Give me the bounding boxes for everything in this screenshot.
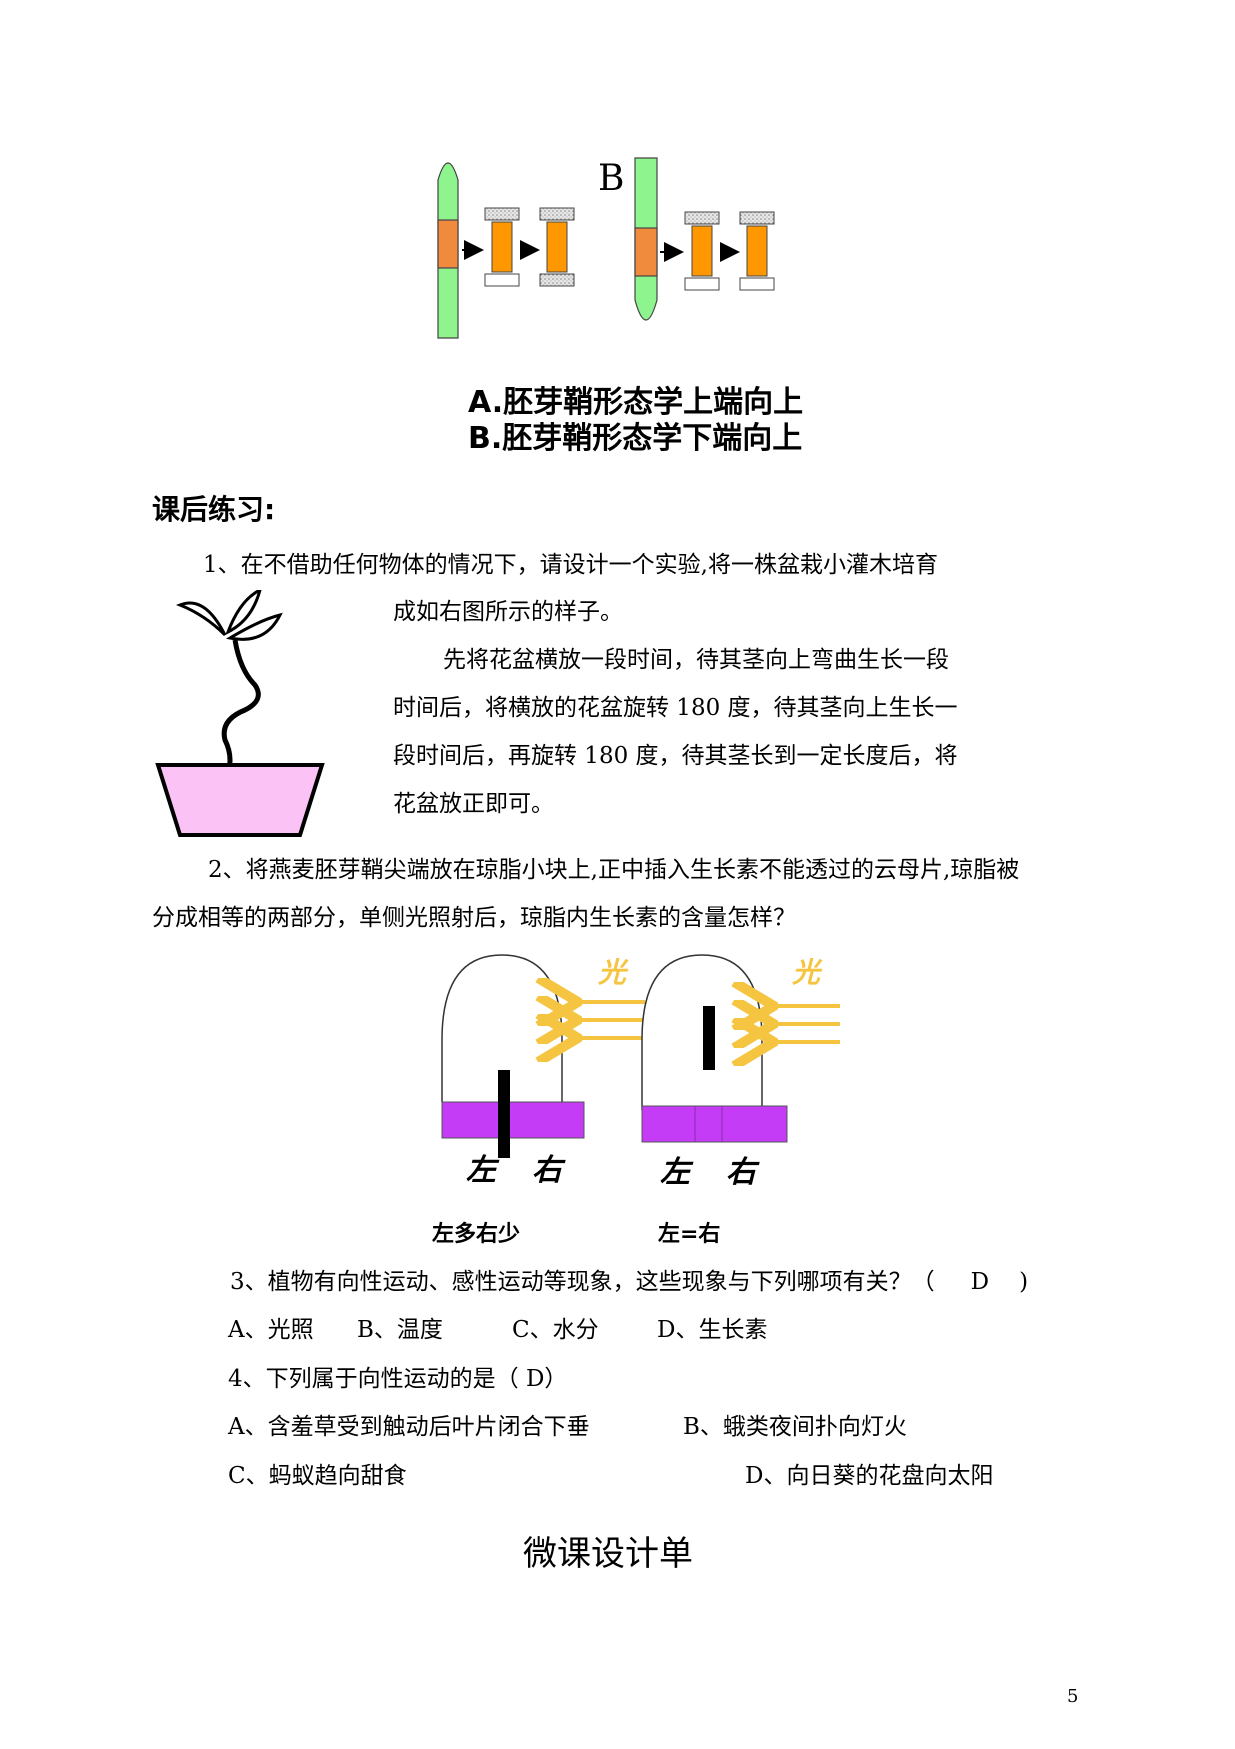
result-right: 左=右: [658, 1222, 721, 1247]
q3-option-c: C、水分: [512, 1317, 599, 1343]
q4-option-a: A、含羞草受到触动后叶片闭合下垂: [228, 1414, 590, 1440]
q3-answer: D: [970, 1269, 990, 1295]
label-left-1: 左: [466, 1153, 500, 1188]
q4-option-d: D、向日葵的花盘向太阳: [745, 1463, 994, 1489]
potted-shrub-figure: [155, 590, 325, 837]
label-right-2: 右: [726, 1155, 760, 1190]
agar-block-a2: [539, 207, 575, 287]
page-number: 5: [1067, 1686, 1079, 1707]
q1-answer3: 段时间后，再旋转 180 度，待其茎长到一定长度后，将: [393, 743, 958, 769]
light-label-left: 光: [597, 956, 629, 989]
design-title: 微课设计单: [523, 1534, 693, 1574]
q3-question-text: 3、植物有向性运动、感性运动等现象，这些现象与下列哪项有关？（: [230, 1269, 935, 1295]
result-left: 左多右少: [432, 1222, 521, 1247]
plant-leaves: [175, 590, 283, 641]
plant-stem: [221, 639, 261, 782]
q1-line1: 1、在不借助任何物体的情况下，请设计一个实验,将一株盆栽小灌木培育: [203, 552, 938, 578]
coleoptile-a: [437, 162, 459, 339]
label-right-1: 右: [532, 1153, 566, 1188]
agar-block-b1: [684, 211, 720, 291]
q1-answer2: 时间后，将横放的花盆旋转 180 度，待其茎向上生长一: [393, 695, 958, 721]
q3-close: ): [1019, 1269, 1029, 1295]
section-title: 课后练习:: [152, 493, 276, 526]
caption-b: B.胚芽鞘形态学下端向上: [468, 421, 803, 456]
q3-question: 3、植物有向性运动、感性运动等现象，这些现象与下列哪项有关？（ D): [230, 1267, 1028, 1297]
q4-option-c: C、蚂蚁趋向甜食: [228, 1463, 407, 1489]
flower-pot: [155, 763, 325, 837]
coleoptile-figure: A B: [437, 157, 775, 339]
setup-right: [641, 954, 788, 1143]
agar-block-b2: [739, 211, 775, 291]
coleoptile-b: [634, 157, 658, 321]
agar-block-a1: [484, 207, 520, 287]
caption-a: A.胚芽鞘形态学上端向上: [468, 385, 804, 420]
light-arrows-left: [578, 1002, 645, 1038]
q3-option-b: B、温度: [357, 1317, 443, 1343]
q4-question: 4、下列属于向性运动的是（ D）: [228, 1366, 568, 1392]
q1-answer4: 花盆放正即可。: [393, 791, 554, 817]
light-arrows-right: [774, 1006, 840, 1042]
q2-line1: 2、将燕麦胚芽鞘尖端放在琼脂小块上,正中插入生长素不能透过的云母片,琼脂被: [208, 857, 1020, 883]
q3-option-a: A、光照: [228, 1317, 314, 1343]
agar-light-figure: 光 光 左 右 左 右: [441, 954, 840, 1190]
q4-option-b: B、蛾类夜间扑向灯火: [683, 1414, 907, 1440]
label-left-2: 左: [660, 1155, 694, 1190]
q2-line2: 分成相等的两部分，单侧光照射后，琼脂内生长素的含量怎样？: [152, 905, 796, 931]
label-b: B: [598, 158, 624, 199]
q1-line2: 成如右图所示的样子。: [393, 599, 623, 625]
q3-option-d: D、生长素: [657, 1317, 768, 1343]
q1-answer1: 先将花盆横放一段时间，待其茎向上弯曲生长一段: [443, 647, 949, 673]
setup-left: [441, 954, 585, 1158]
light-label-right: 光: [791, 956, 823, 989]
